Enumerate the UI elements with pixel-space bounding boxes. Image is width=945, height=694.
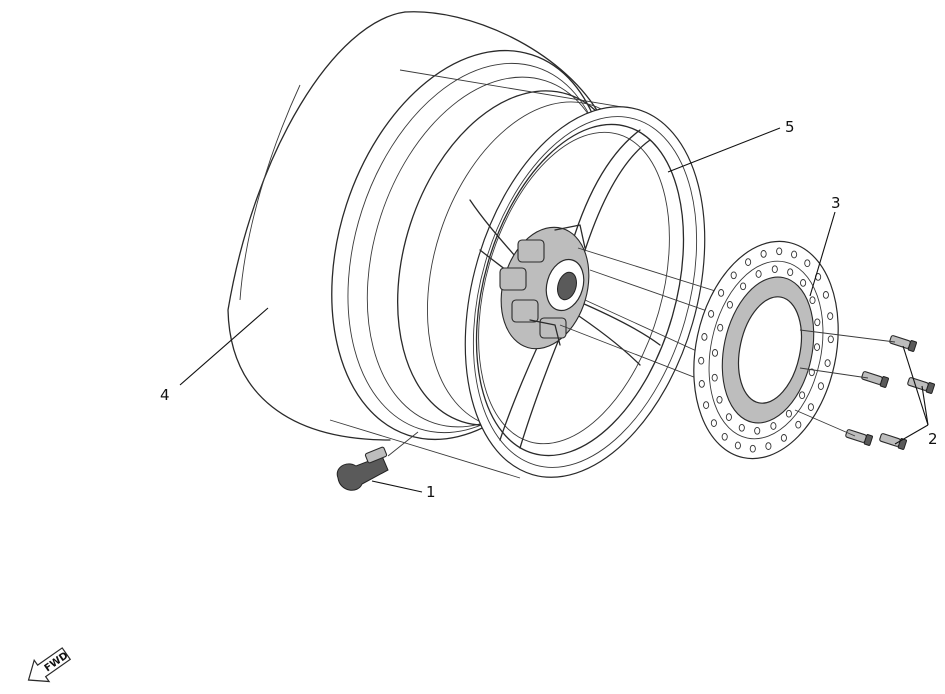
disc-vent-hole (703, 401, 710, 409)
bolt (889, 335, 918, 352)
bolt (907, 377, 936, 394)
disc-vent-hole (721, 432, 728, 441)
disc-vent-hole (787, 268, 794, 277)
disc-vent-hole (795, 420, 802, 429)
bolt (845, 429, 874, 446)
hub (499, 224, 590, 350)
disc-vent-hole (804, 259, 811, 268)
disc-vent-hole (726, 300, 733, 309)
disc-vent-hole (745, 258, 752, 266)
disc-vent-hole (791, 250, 798, 259)
disc-vent-hole (708, 310, 715, 318)
disc-vent-hole (760, 250, 767, 258)
bolt (879, 433, 908, 450)
disc-vent-hole (765, 442, 772, 450)
disc-vent-hole (807, 403, 814, 411)
disc-vent-hole (698, 380, 705, 388)
disc-vent-hole (827, 312, 834, 320)
disc-vent-hole (813, 343, 821, 351)
disc-vent-hole (817, 382, 824, 390)
disc-vent-hole (711, 349, 719, 357)
disc-vent-hole (718, 289, 725, 297)
disc-vent-hole (701, 333, 708, 341)
disc-vent-hole (711, 373, 718, 382)
disc-vent-hole (698, 356, 705, 365)
disc-vent-hole (717, 323, 724, 332)
disc-vent-hole (785, 409, 792, 418)
disc-vent-hole (749, 444, 756, 453)
brake-disc (693, 240, 839, 460)
disc-vent-hole (740, 282, 747, 291)
disc-vent-hole (827, 335, 834, 344)
disc-vent-hole (754, 426, 761, 435)
callout-5: 5 (785, 118, 795, 136)
callout-3: 3 (831, 194, 841, 212)
callout-1: 1 (426, 483, 436, 501)
disc-vent-hole (725, 413, 732, 421)
disc-vent-hole (824, 359, 831, 367)
disc-vent-hole (809, 296, 816, 305)
disc-vent-hole (738, 423, 745, 432)
disc-vent-hole (770, 422, 777, 430)
callout-2: 2 (928, 430, 938, 448)
fwd-arrow-icon: FWD (27, 647, 72, 683)
disc-vent-hole (776, 247, 783, 256)
disc-vent-hole (799, 391, 806, 400)
disc-vent-hole (771, 265, 778, 274)
disc-vent-hole (716, 395, 723, 404)
disc-vent-hole (822, 291, 829, 299)
disc-vent-hole (780, 434, 787, 442)
leader-lines (179, 127, 929, 493)
disc-vent-hole (814, 318, 821, 327)
callout-4: 4 (160, 386, 170, 404)
disc-vent-hole (730, 271, 737, 280)
disc-vent-hole (755, 270, 762, 278)
valve-stem (336, 431, 419, 491)
bolt (861, 371, 890, 388)
disc-vent-hole (800, 279, 807, 287)
tire (227, 11, 599, 441)
disc-vent-hole (710, 419, 717, 427)
disc-vent-hole (734, 441, 741, 450)
disc-vent-hole (808, 368, 815, 377)
